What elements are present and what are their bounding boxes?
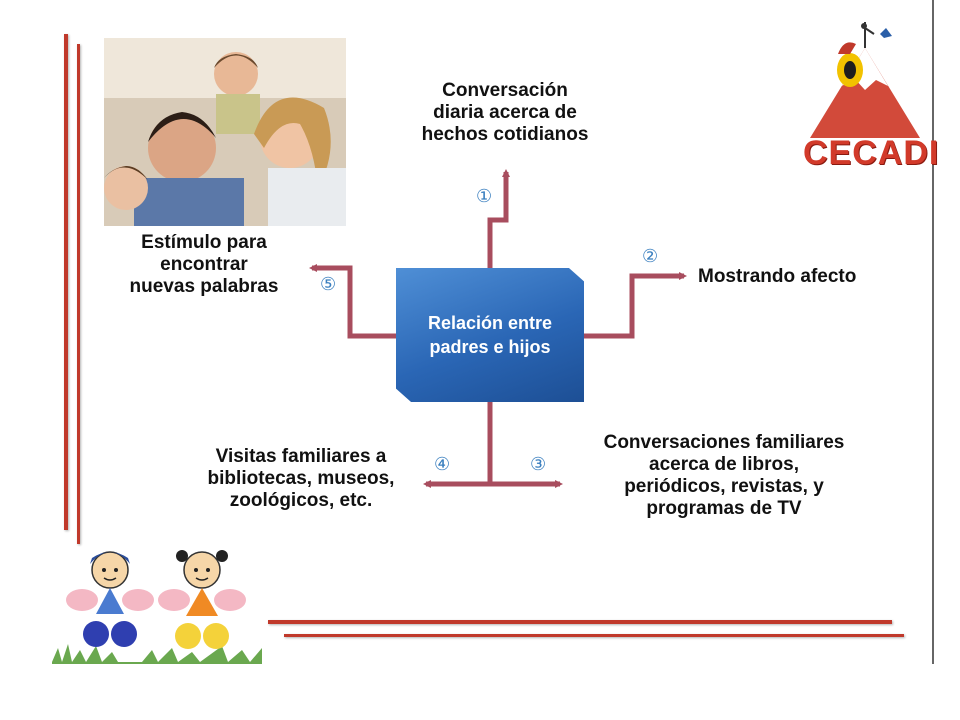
cecadi-logo xyxy=(800,18,930,178)
right-border-line xyxy=(932,0,934,664)
branch-label-3: Conversaciones familiares acerca de libr… xyxy=(603,432,845,519)
number-badge-4: ④ xyxy=(434,454,451,474)
left-border-line-2 xyxy=(77,44,80,544)
arrow-1 xyxy=(487,169,510,268)
arrow-5 xyxy=(309,264,396,339)
number-badge-5: ⑤ xyxy=(320,274,337,294)
logo-text: CECADI xyxy=(803,134,940,172)
arrow-2 xyxy=(584,272,687,339)
number-badge-1: ① xyxy=(476,186,493,206)
bottom-border-line-1 xyxy=(268,620,892,624)
center-node-text: Relación entre padres e hijos xyxy=(415,311,565,359)
left-border-line-1 xyxy=(64,34,68,530)
center-node: Relación entre padres e hijos xyxy=(396,268,584,402)
girl-figure-icon xyxy=(158,550,246,649)
mountain-logo-icon xyxy=(810,22,920,138)
branch-label-5: Estímulo para encontrar nuevas palabras xyxy=(129,232,279,297)
boy-figure-icon xyxy=(66,551,154,647)
center-line-2: padres e hijos xyxy=(429,337,551,357)
number-badge-2: ② xyxy=(642,246,659,266)
number-badge-3: ③ xyxy=(530,454,547,474)
cartoon-kids-illustration xyxy=(52,550,262,664)
branch-label-1: Conversación diaria acerca de hechos cot… xyxy=(421,80,589,145)
branch-label-2: Mostrando afecto xyxy=(698,266,857,287)
branch-label-4: Visitas familiares a bibliotecas, museos… xyxy=(207,446,395,511)
bottom-border-line-2 xyxy=(284,634,904,637)
center-line-1: Relación entre xyxy=(427,313,553,333)
family-photo xyxy=(104,38,346,226)
